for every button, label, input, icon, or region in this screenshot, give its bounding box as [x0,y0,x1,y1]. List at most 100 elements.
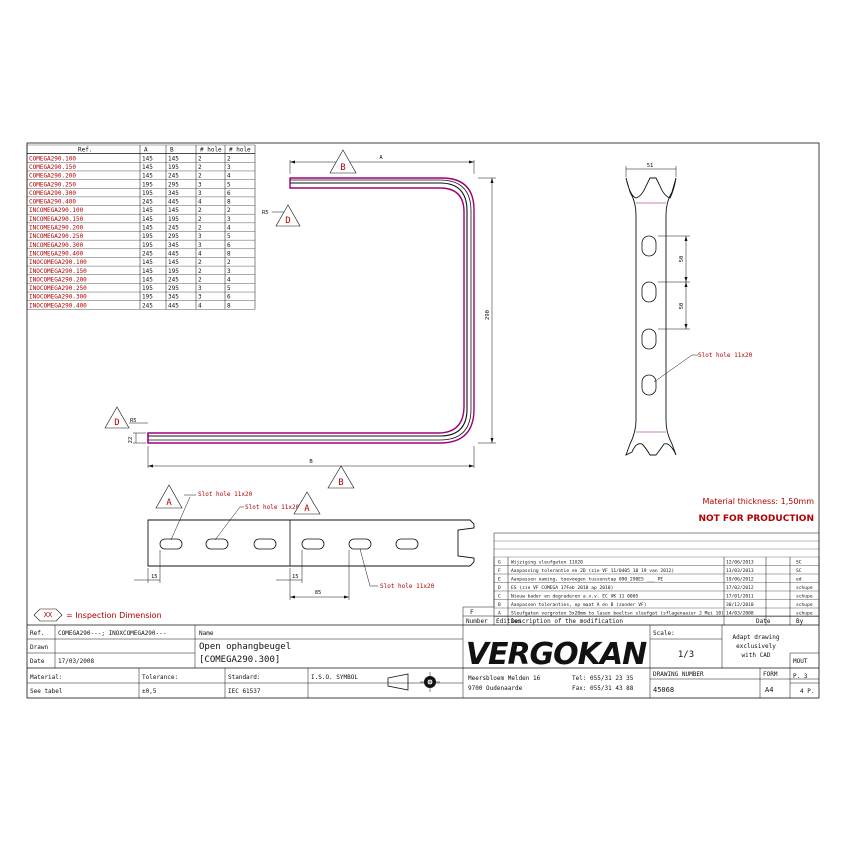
revision-cell: Aanpassing tolerantie en 2D (zie VF 11/0… [511,568,674,574]
ref-table-reference: COMEGA290.100 [29,155,76,162]
ref-table-cell: 3 [198,294,202,301]
bottom-slot-6 [395,538,419,550]
bracket-inner-line [148,182,468,437]
ref-table-cell: 4 [198,199,202,206]
ref-table-cell: 245 [168,173,179,180]
bottom-slot-label-2: Slot hole 11x20 [245,504,300,511]
date-value: 17/03/2008 [58,658,95,665]
material-thickness-note: Material thickness: 1,50mm [703,497,815,506]
ref-table-cell: 245 [142,250,153,257]
drawn-label: Drawn [30,644,48,651]
ref-table-header-0: Ref. [78,147,92,154]
side-view: 51 50 50 Slot hole 11x20 [625,163,753,456]
revision-cell: 14/03/2008 [726,611,754,617]
revision-cell: B [498,602,501,608]
adapt-drawing-line-3: with CAD [742,652,771,659]
revision-cell: C [498,594,501,600]
company-logo: VERGOKAN [466,637,647,672]
radius-top-label: R5 [262,210,269,216]
ref-table-cell: 6 [227,242,231,249]
tolerance-label: Tolerance: [142,674,178,681]
revision-cell: SC [796,560,802,566]
revision-header-3: Date [756,618,771,625]
mout-label: MOUT [793,658,808,665]
ref-table-cell: 195 [168,216,179,223]
ref-table-cell: 3 [198,242,202,249]
ref-table-cell: 3 [198,190,202,197]
ref-table-cell: 2 [227,155,231,162]
ref-table-cell: 4 [198,302,202,309]
inspection-symbol [33,608,63,622]
radius-bottom-label: R5 [130,418,137,424]
revision-cell: A [498,611,501,617]
revision-cell: Wijziging sleufgaten 11X20 [511,560,583,566]
bottom-slot-2 [205,538,229,550]
ref-table-reference: INCOMEGA290.300 [29,242,84,249]
ref-table-cell: 3 [227,164,231,171]
side-slot-1 [641,235,657,257]
ref-table-cell: 5 [227,233,231,240]
callout-triangle-d-bottom [104,406,130,429]
ref-table-reference: COMEGA290.250 [29,181,76,188]
ref-table-cell: 245 [142,302,153,309]
ref-table-cell: 6 [227,190,231,197]
ref-table-cell: 2 [198,216,202,223]
revision-header-0: Number [466,618,488,625]
side-slot-2 [641,281,657,303]
ref-table-header-4: # hole [229,147,251,154]
bottom-slot-3 [253,538,277,550]
ref-table-cell: 345 [168,190,179,197]
revision-cell: ed [796,577,802,583]
revision-cell: Aanpassen naming, toevoegen tussenstap 0… [511,577,663,583]
dimension-15-left: 15 [151,574,158,580]
dimension-height-label: 290 [485,310,491,320]
ref-table-cell: 145 [142,164,153,171]
revision-cell: G [498,560,501,566]
ref-table-cell: 145 [142,173,153,180]
ref-table-reference: INOCOMEGA290.250 [29,285,87,292]
format-value: A4 [765,686,773,694]
bottom-view: A Slot hole 11x20 Slot hole 11x20 A Slot… [134,484,475,600]
revision-cell: schupe [796,602,813,608]
dimension-15-right: 15 [292,574,299,580]
side-slot-label: Slot hole 11x20 [698,352,753,359]
ref-table-cell: 145 [168,259,179,266]
ref-table-cell: 245 [168,276,179,283]
side-profile [625,177,677,456]
ref-table-cell: 2 [198,207,202,214]
ref-table-reference: INCOMEGA290.400 [29,250,84,257]
callout-triangle-a-left [155,484,183,509]
ref-table-cell: 195 [142,190,153,197]
ref-table-cell: 445 [168,199,179,206]
bottom-slot-label-1: Slot hole 11x20 [198,491,253,498]
ref-table-cell: 145 [142,207,153,214]
pitch-1-label: 50 [679,256,685,263]
ref-table-cell: 445 [168,302,179,309]
ref-label: Ref. [30,630,44,637]
fax: Fax: 055/31 43 88 [572,685,634,692]
revision-cell: 19/06/2012 [726,577,754,583]
callout-a-left-label: A [166,498,172,508]
bottom-slot-label-3: Slot hole 11x20 [380,583,435,590]
pitch-2-label: 50 [679,303,685,310]
callout-triangle-a-right [293,491,321,515]
ref-table-reference: INCOMEGA290.250 [29,233,84,240]
scale-value: 1/3 [678,650,694,660]
not-for-production-note: NOT FOR PRODUCTION [698,514,814,524]
ref-table-cell: 6 [227,294,231,301]
ref-table-cell: 2 [198,173,202,180]
ref-table-cell: 3 [198,285,202,292]
revision-cell: Nieuw kader en degraderen a.v.v. EC VK 1… [511,594,638,600]
tolerance-value: ±0,5 [142,688,157,695]
revision-cell: 17/01/2011 [726,594,754,600]
ref-table-reference: COMEGA290.300 [29,190,76,197]
drawing-frame [26,142,820,699]
ref-table-cell: 245 [142,199,153,206]
format-label: FORM [763,671,778,678]
revision-cell: schupe [796,594,813,600]
bracket-outline-outer [147,177,475,444]
ref-table-cell: 3 [198,181,202,188]
ref-table-cell: 145 [168,207,179,214]
bottom-slot-5 [348,538,372,550]
